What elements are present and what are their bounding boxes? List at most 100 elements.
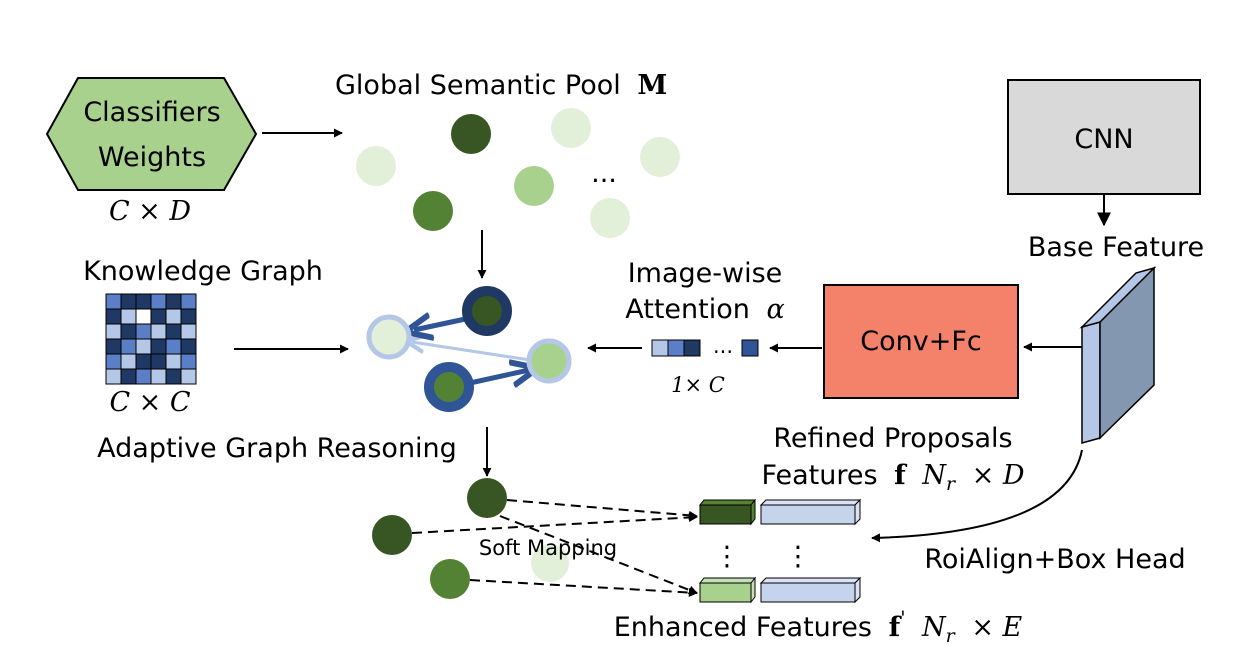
knowledge-graph-cell	[165, 338, 182, 355]
cnn-box	[1007, 79, 1201, 195]
knowledge-graph-cell	[180, 368, 197, 385]
mapping-link	[506, 499, 698, 520]
attention-cell	[651, 339, 669, 357]
vdots-right: ⋮	[785, 541, 812, 572]
knowledge-graph-dimension: C × C	[109, 387, 190, 418]
knowledge-graph-cell	[135, 323, 152, 340]
classifier-weights-node: Classifiers Weights C × D	[45, 77, 258, 227]
attention-cell	[667, 339, 685, 357]
vdots-left: ⋮	[714, 541, 741, 572]
refined-dim-n: N	[921, 460, 947, 491]
global-semantic-pool: Global Semantic Pool M ...	[335, 70, 680, 238]
enhanced-dim-sub: r	[946, 625, 957, 647]
cnn-block: CNN	[1007, 79, 1201, 195]
graph-edge	[414, 318, 471, 330]
enhanced-dim-rest: × E	[971, 612, 1022, 643]
base-feature-label: Base Feature	[1028, 232, 1204, 263]
knowledge-graph-cell	[180, 293, 197, 310]
knowledge-graph-cell	[180, 338, 197, 355]
enhanced-label-text: Enhanced Features	[614, 612, 872, 643]
graph-node-light	[366, 314, 412, 360]
enhanced-symbol: f	[889, 612, 903, 643]
knowledge-graph-cell	[165, 323, 182, 340]
mapping-node-faded	[531, 544, 569, 582]
adaptive-graph-reasoning: Adaptive Graph Reasoning	[97, 286, 572, 464]
refined-dim-sub: r	[946, 473, 957, 495]
roi-align-curve-arrow	[871, 449, 1083, 543]
graph-node-light	[526, 338, 572, 384]
mapping-node	[372, 515, 412, 555]
soft-mapping: Soft Mapping	[372, 478, 698, 599]
knowledge-graph-cell	[105, 368, 122, 385]
knowledge-graph-cell	[105, 293, 122, 310]
knowledge-graph-cell	[150, 323, 167, 340]
knowledge-graph-cell	[180, 308, 197, 325]
soft-mapping-label: Soft Mapping	[479, 536, 617, 560]
attention-label-line1: Image-wise	[628, 258, 783, 289]
knowledge-graph-cell	[180, 323, 197, 340]
graph-edge	[469, 370, 529, 383]
enhanced-prime: '	[900, 607, 905, 629]
attention-label-text: Attention	[625, 294, 750, 325]
knowledge-graph-cell	[150, 368, 167, 385]
knowledge-graph-cell	[165, 368, 182, 385]
knowledge-graph-cell	[150, 353, 167, 370]
pool-node	[514, 166, 554, 206]
pool-node	[413, 191, 453, 231]
knowledge-graph-cell	[165, 293, 182, 310]
refined-symbol: f	[894, 460, 908, 491]
mapping-node	[430, 559, 470, 599]
knowledge-graph-cell	[150, 338, 167, 355]
attention-cell	[741, 339, 759, 357]
pool-node	[551, 108, 591, 148]
knowledge-graph-cell	[105, 338, 122, 355]
knowledge-graph-cell	[135, 308, 152, 325]
knowledge-graph: Knowledge Graph C × C	[83, 256, 323, 418]
mapping-link	[499, 515, 698, 595]
classifier-label-line2: Weights	[98, 142, 206, 173]
knowledge-graph-title: Knowledge Graph	[83, 256, 323, 287]
attention-cell	[683, 339, 701, 357]
conv-fc-box	[823, 284, 1019, 399]
knowledge-graph-cell	[105, 308, 122, 325]
knowledge-graph-cell	[165, 353, 182, 370]
pool-symbol: M	[637, 70, 667, 101]
classifier-hexagon	[45, 77, 258, 191]
refined-label-line1: Refined Proposals	[773, 423, 1012, 454]
graph-edge	[412, 342, 531, 362]
mapping-link	[411, 512, 698, 534]
knowledge-graph-cell	[135, 338, 152, 355]
enhanced-dim-n: N	[921, 612, 947, 643]
knowledge-graph-cell	[135, 293, 152, 310]
pool-node	[640, 137, 680, 177]
base-feature-plane-top	[1079, 266, 1157, 329]
pool-ellipsis: ...	[591, 158, 617, 189]
reasoning-label: Adaptive Graph Reasoning	[97, 433, 457, 464]
knowledge-graph-matrix	[105, 293, 197, 385]
knowledge-graph-cell	[150, 293, 167, 310]
attention-symbol: α	[766, 294, 784, 325]
knowledge-graph-cell	[120, 338, 137, 355]
classifier-label-line1: Classifiers	[83, 97, 220, 128]
knowledge-graph-cell	[105, 323, 122, 340]
knowledge-graph-cell	[165, 308, 182, 325]
conv-fc-block: Conv+Fc	[823, 284, 1019, 399]
base-feature-map	[1079, 266, 1157, 444]
knowledge-graph-cell	[150, 308, 167, 325]
graph-node-dark	[424, 362, 474, 412]
knowledge-graph-cell	[120, 293, 137, 310]
refined-label-text: Features	[761, 460, 877, 491]
attention-label-line2: Attention α	[625, 294, 784, 325]
mapping-link	[469, 579, 698, 598]
feature-bar-bottom-green	[698, 576, 757, 604]
knowledge-graph-cell	[105, 353, 122, 370]
conv-fc-label: Conv+Fc	[860, 326, 981, 357]
roi-align-label: RoiAlign+Box Head	[924, 544, 1185, 575]
graph-node-dark	[462, 286, 512, 336]
classifier-dimension: C × D	[109, 196, 191, 227]
knowledge-graph-cell	[180, 353, 197, 370]
attention-vector	[651, 339, 759, 357]
refined-label-line2: Features f Nr × D	[761, 460, 1024, 497]
enhanced-label: Enhanced Features f' Nr × E	[614, 600, 1023, 649]
knowledge-graph-cell	[135, 353, 152, 370]
